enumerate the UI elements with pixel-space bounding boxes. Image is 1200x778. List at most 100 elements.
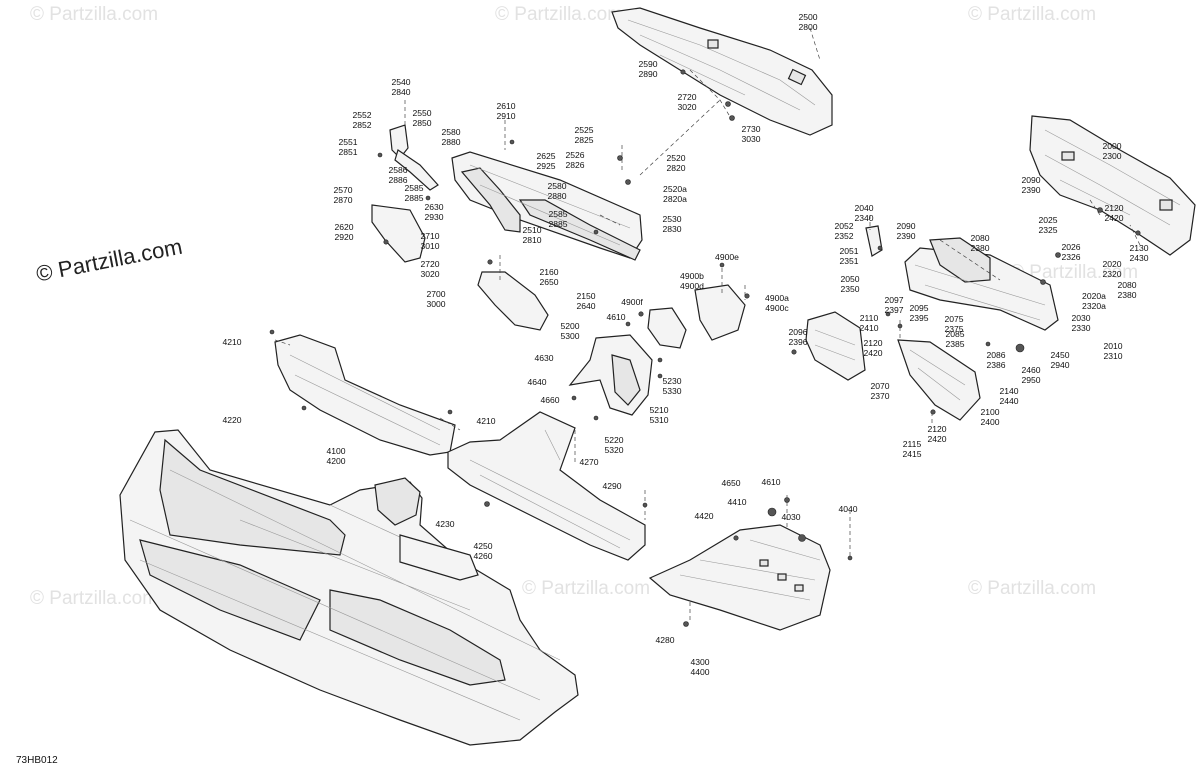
callout-label[interactable]: 4610 [761, 477, 780, 488]
part-bracket-2070[interactable] [805, 311, 866, 381]
callout-label[interactable]: 4030 [781, 512, 800, 523]
part-bracket-2100[interactable] [897, 339, 981, 421]
part-floor-left-4100[interactable] [274, 334, 456, 456]
part-door-panel-top[interactable] [611, 7, 833, 136]
callout-label[interactable]: 4900f [621, 297, 643, 308]
part-body-tub[interactable] [119, 429, 579, 746]
callout-label[interactable]: 4650 [721, 478, 740, 489]
part-lower-bracket-2700[interactable] [477, 271, 549, 331]
callout-label[interactable]: 4210 [222, 337, 241, 348]
part-floor-center-4250[interactable] [447, 411, 646, 561]
callout-label[interactable]: 4280 [655, 635, 674, 646]
callout-label[interactable]: 4420 [694, 511, 713, 522]
callout-label[interactable]: 4270 [579, 457, 598, 468]
callout-label[interactable]: 4210 [476, 416, 495, 427]
callout-label[interactable]: 4640 [527, 377, 546, 388]
part-door-panel-right[interactable] [1029, 115, 1196, 256]
callout-label[interactable]: 4630 [534, 353, 553, 364]
part-console-4900[interactable] [647, 284, 746, 349]
callout-label[interactable]: 4220 [222, 415, 241, 426]
callout-label[interactable]: 4290 [602, 481, 621, 492]
part-latch-2550[interactable] [389, 124, 439, 191]
callout-label[interactable]: 4230 [435, 519, 454, 530]
part-front-frame-right[interactable] [904, 237, 1059, 331]
part-bracket-2040[interactable] [865, 225, 883, 257]
callout-label[interactable]: 4410 [727, 497, 746, 508]
part-skid-right-4300[interactable] [648, 524, 831, 631]
callout-label[interactable]: 4900e [715, 252, 739, 263]
callout-label[interactable]: 4040 [838, 504, 857, 515]
callout-label[interactable]: 4660 [540, 395, 559, 406]
part-console-5200[interactable] [568, 334, 653, 416]
callout-label[interactable]: 4610 [606, 312, 625, 323]
